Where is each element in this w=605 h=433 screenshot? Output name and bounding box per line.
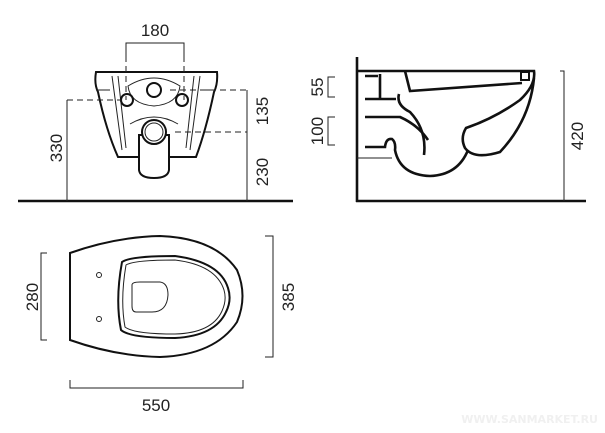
front-view: 180 330 135 230 <box>18 21 293 203</box>
dim-55-bracket <box>327 76 335 98</box>
dim-135-label: 135 <box>253 97 272 125</box>
dim-100-bracket <box>327 116 335 146</box>
right-mount-hole <box>175 93 189 107</box>
bowl-inner-curve <box>397 93 426 156</box>
dim-330-label: 330 <box>47 134 66 162</box>
inlet-connection <box>365 74 396 101</box>
seat-inner-outline <box>122 259 226 335</box>
seat-hole-bottom <box>96 316 102 322</box>
dim-385-label: 385 <box>279 283 298 311</box>
dim-385-bracket <box>265 235 274 358</box>
dim-135-230-extensions <box>170 89 247 133</box>
dim-180-label: 180 <box>141 21 169 40</box>
dim-420-label: 420 <box>568 122 587 150</box>
dim-180-extension <box>125 56 185 100</box>
outlet-inner-circle <box>144 122 164 142</box>
side-view: 55 100 420 <box>308 57 587 203</box>
trap-curve <box>365 137 470 178</box>
outlet-arch <box>129 116 179 125</box>
dim-100-label: 100 <box>308 117 327 145</box>
rim-inner-line <box>403 70 523 93</box>
outlet-pipe <box>138 134 170 180</box>
dim-180-bracket <box>125 42 185 56</box>
dim-55-label: 55 <box>308 78 327 97</box>
seat-outline <box>117 254 231 340</box>
inlet-channel <box>365 115 430 141</box>
dim-550-label: 550 <box>142 396 170 415</box>
inner-ribs <box>111 75 201 151</box>
bowl-rim-profile <box>358 69 536 157</box>
water-inlet-circle <box>146 82 162 98</box>
outlet-circle <box>141 119 167 145</box>
bowl-plan-outline <box>69 234 244 359</box>
watermark: WWW.SANMARKET.RU <box>461 413 598 426</box>
dim-420-line <box>560 70 565 201</box>
plan-view: 280 385 550 <box>23 234 298 415</box>
dim-280-bracket <box>40 252 47 341</box>
dim-550-bracket <box>69 380 244 389</box>
dim-230-label: 230 <box>253 158 272 186</box>
bowl-opening <box>131 281 169 313</box>
seat-hole-top <box>96 272 102 278</box>
seat-hinge <box>520 71 530 81</box>
upper-cavity <box>127 77 181 107</box>
left-mount-hole <box>120 93 134 107</box>
dim-280-label: 280 <box>23 283 42 311</box>
